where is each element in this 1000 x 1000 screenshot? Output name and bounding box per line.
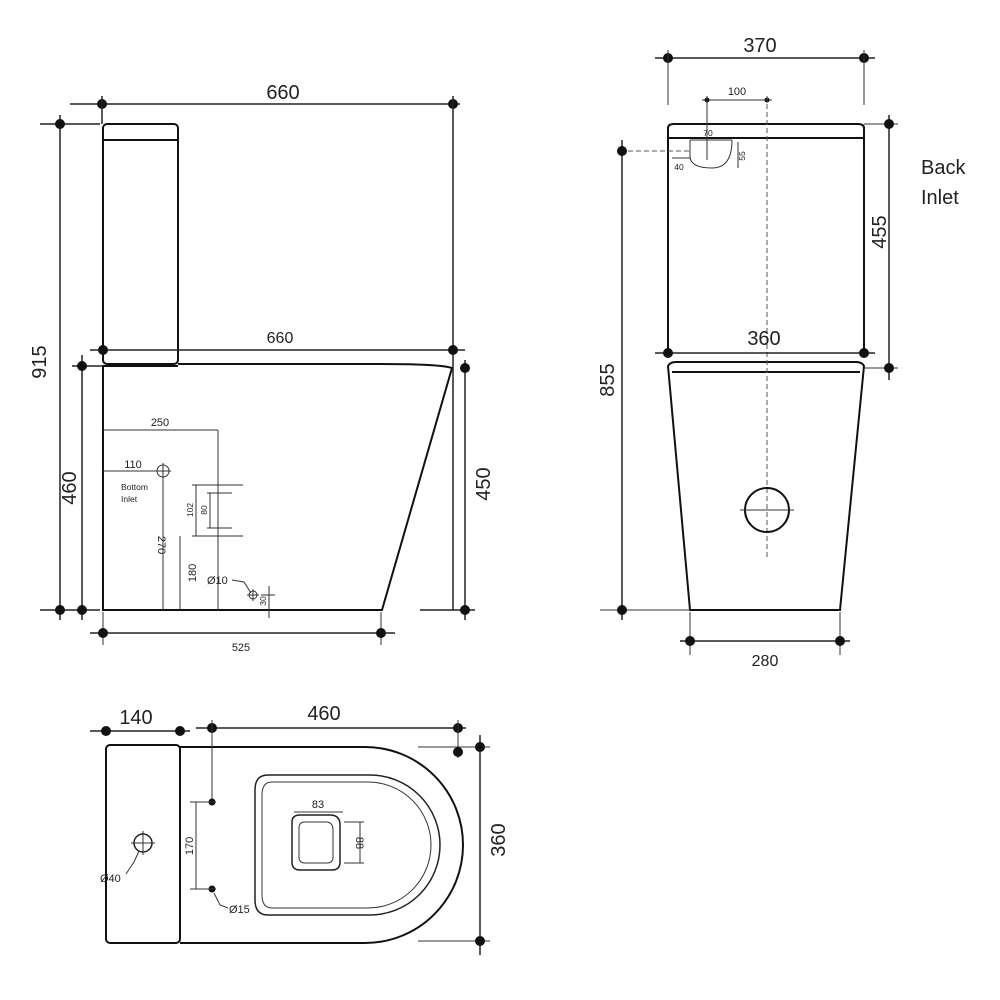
dim-cistern-depth: 140 (119, 707, 152, 729)
dim-inlet-offset: 250 (151, 417, 169, 429)
leader-line (125, 850, 140, 875)
dim-overall-height: 915 (29, 345, 51, 378)
dim-cistern-front-width: 360 (747, 328, 780, 350)
back-inlet-label-2: Inlet (921, 187, 959, 209)
plan-outlet-inner (298, 821, 334, 864)
dim-dot (77, 361, 87, 371)
dim-dot (685, 636, 695, 646)
dim-outlet-width: 83 (312, 799, 324, 811)
dim-inlet-center-offset: 100 (728, 86, 746, 98)
plan-seat-inner (261, 781, 432, 909)
dim-dot (835, 636, 845, 646)
back-inlet-recess (689, 139, 733, 169)
dim-base-width: 280 (752, 653, 779, 670)
dim-inlet-height: 855 (597, 363, 619, 396)
dim-dot (77, 605, 87, 615)
plan-seat-opening (254, 774, 441, 916)
dim-dot (460, 605, 470, 615)
dim-bracket-span: 102 (185, 503, 195, 517)
dim-dot (884, 119, 894, 129)
dim-inlet-side: 40 (674, 162, 684, 172)
dim-cistern-height: 455 (869, 215, 891, 248)
dim-dot (475, 936, 485, 946)
plan-bowl-outline (180, 746, 464, 944)
dim-bracket-inner: 80 (199, 505, 209, 515)
dim-dot (448, 345, 458, 355)
dim-bolt-height: 180 (187, 564, 199, 582)
dim-dot (617, 146, 627, 156)
dim-dot (859, 348, 869, 358)
dim-pan-height-left: 460 (59, 471, 81, 504)
dim-fixing-rise: 30 (258, 596, 268, 606)
front-cistern-outline (667, 123, 865, 354)
dim-dot (376, 628, 386, 638)
plan-view: 83 88 140 460 360 170 Ø15 (90, 703, 510, 955)
dim-inlet-height: 270 (155, 536, 167, 554)
dim-dot (98, 628, 108, 638)
side-pan-outline (102, 363, 454, 611)
front-view: 370 100 70 55 40 Back Inlet 455 855 (597, 35, 966, 670)
dim-overall-width: 660 (266, 82, 299, 104)
dim-top-width: 370 (743, 35, 776, 57)
dim-overall-width-plan: 360 (488, 823, 510, 856)
dim-dot (453, 747, 463, 757)
bottom-inlet-label-2: Inlet (121, 494, 138, 504)
dim-fixing-diameter-plan: Ø15 (229, 904, 250, 916)
dim-dot (460, 363, 470, 373)
dim-base-depth: 525 (232, 642, 250, 654)
dim-cistern-width: 660 (267, 330, 294, 347)
plan-cistern-outline (105, 744, 181, 944)
side-cistern-outline (102, 123, 179, 365)
dim-dot (98, 345, 108, 355)
dim-bowl-length: 460 (307, 703, 340, 725)
dim-dot (475, 742, 485, 752)
dim-dot (175, 726, 185, 736)
dim-fixing-spacing: 170 (184, 837, 196, 855)
side-view: 660 660 915 460 450 525 2 (29, 82, 495, 654)
dim-dot (55, 119, 65, 129)
back-inlet-label-1: Back (921, 157, 966, 179)
plan-outlet-outer (291, 814, 341, 871)
dim-dot (101, 726, 111, 736)
leader-line (231, 579, 252, 594)
dim-outlet-depth: 88 (353, 837, 365, 849)
front-pan-outline (666, 361, 866, 611)
dim-dot (663, 348, 673, 358)
dim-inlet-diameter: Ø40 (100, 873, 121, 885)
dim-dot (55, 605, 65, 615)
dim-inlet-height-mark: 55 (737, 151, 747, 161)
bottom-inlet-label-1: Bottom (121, 482, 148, 492)
dim-inlet-width: 70 (703, 128, 713, 138)
leader-line (213, 892, 229, 909)
dim-dot (884, 363, 894, 373)
dim-fixing-diameter: Ø10 (207, 575, 228, 587)
dim-dot (617, 605, 627, 615)
dim-bottom-inlet-x: 110 (124, 459, 142, 471)
dim-pan-height-right: 450 (473, 467, 495, 500)
